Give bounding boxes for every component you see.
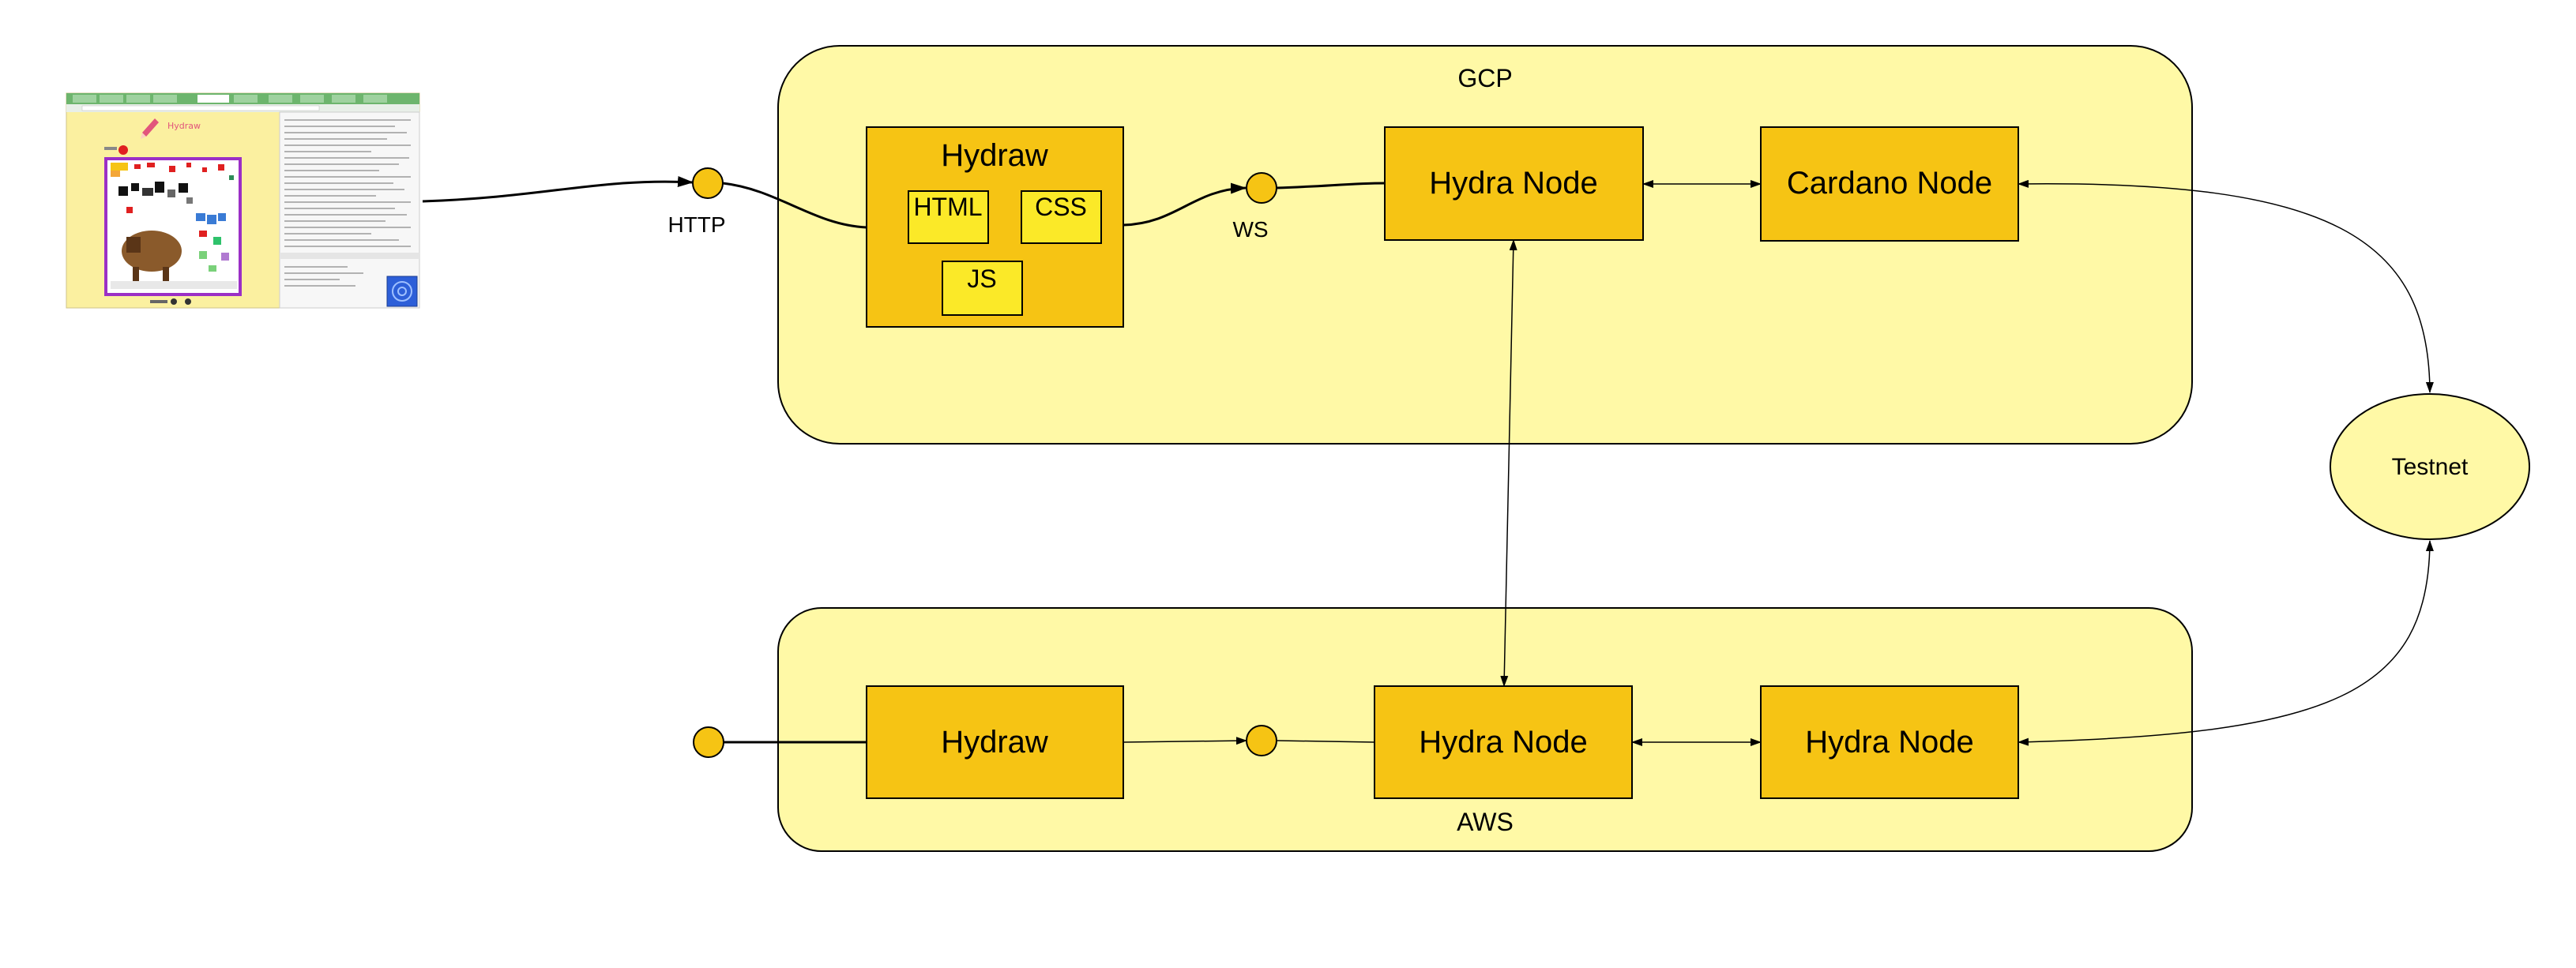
aws-hydraw-to-ws-arrow (1123, 737, 1247, 745)
screenshot-color-dot (118, 145, 128, 155)
gcp-hydra-node-label: Hydra Node (1429, 166, 1597, 201)
cardano-node-label: Cardano Node (1787, 166, 1992, 201)
gcp-hydraw-label: Hydraw (941, 138, 1048, 173)
aws-hydra-node: Hydra Node (1374, 685, 1633, 799)
gcp-region-label: GCP (1457, 64, 1512, 92)
aws-hydra-node-2: Hydra Node (1760, 685, 2019, 799)
cardano-node-testnet-link (2018, 179, 2434, 393)
aws-hydra-node-testnet-link (2018, 540, 2434, 746)
http-endpoint-label: HTTP (668, 212, 725, 237)
gcp-hydra-node-box (1384, 126, 1644, 241)
css-part-box (1021, 190, 1102, 244)
gcp-hydra-node: Hydra Node (1384, 126, 1644, 241)
screenshot-app-title: Hydraw (167, 121, 201, 131)
screenshot-color-label (104, 147, 117, 150)
screenshot-to-http-arrow (422, 176, 694, 203)
cardano-node-box (1760, 126, 2019, 242)
aws-hydra-node-2-label: Hydra Node (1805, 725, 1973, 760)
aws-hydraw-label: Hydraw (941, 725, 1048, 760)
js-part-box (942, 261, 1023, 316)
screenshot-qr-icon (386, 276, 418, 307)
aws-hydra-node-box (1374, 685, 1633, 799)
pencil-icon (141, 118, 159, 139)
aws-region-label: AWS (1457, 808, 1514, 836)
css-part-label: CSS (1035, 193, 1087, 221)
ws-endpoint-label: WS (1232, 217, 1268, 242)
aws-hydraw-box (866, 685, 1124, 799)
http-endpoint-circle (692, 167, 724, 199)
aws-hydra-node-label: Hydra Node (1419, 725, 1587, 760)
testnet-node: Testnet (2330, 393, 2530, 540)
js-part-label: JS (967, 265, 996, 293)
http-to-hydraw-link (722, 182, 867, 229)
screenshot-footer-icon (171, 298, 177, 305)
cardano-node: Cardano Node (1760, 126, 2019, 242)
screenshot-footer-icon-2 (185, 298, 191, 305)
ws-endpoint-circle (1246, 172, 1277, 204)
ws-to-hydra-node-link (1276, 182, 1386, 189)
connectors (422, 176, 2434, 746)
screenshot-console-lines (284, 266, 363, 287)
html-part-label: HTML (913, 193, 982, 221)
aws-hydra-node-2-box (1760, 685, 2019, 799)
gcp-aws-hydra-node-link (1500, 239, 1517, 687)
aws-hydraw-node: Hydraw (866, 685, 1124, 799)
screenshot-footer-text (150, 300, 167, 303)
screenshot-console-bar (280, 253, 419, 259)
ws-endpoint: WS (1232, 172, 1277, 242)
aws-ws-endpoint (1246, 725, 1277, 756)
screenshot-canvas (104, 157, 242, 296)
screenshot-devtools-lines (284, 119, 411, 247)
screenshot-url-field (81, 105, 320, 111)
testnet-label: Testnet (2392, 454, 2469, 480)
screenshot-devtools-panel (279, 111, 420, 309)
screenshot-tabs (73, 95, 387, 103)
aws-left-endpoint-circle (693, 726, 724, 758)
screenshot-pixel-art (111, 163, 237, 289)
html-part-box (908, 190, 989, 244)
http-endpoint: HTTP (668, 167, 726, 237)
hydraw-to-ws-arrow (1123, 182, 1247, 227)
testnet-ellipse (2330, 393, 2530, 540)
aws-left-endpoint (693, 726, 724, 758)
gcp-hydraw-node: Hydraw HTML CSS JS (866, 126, 1124, 328)
aws-ws-to-hydra-node-link (1277, 740, 1375, 743)
aws-ws-endpoint-circle (1246, 725, 1277, 756)
app-screenshot: Hydraw (66, 92, 420, 309)
